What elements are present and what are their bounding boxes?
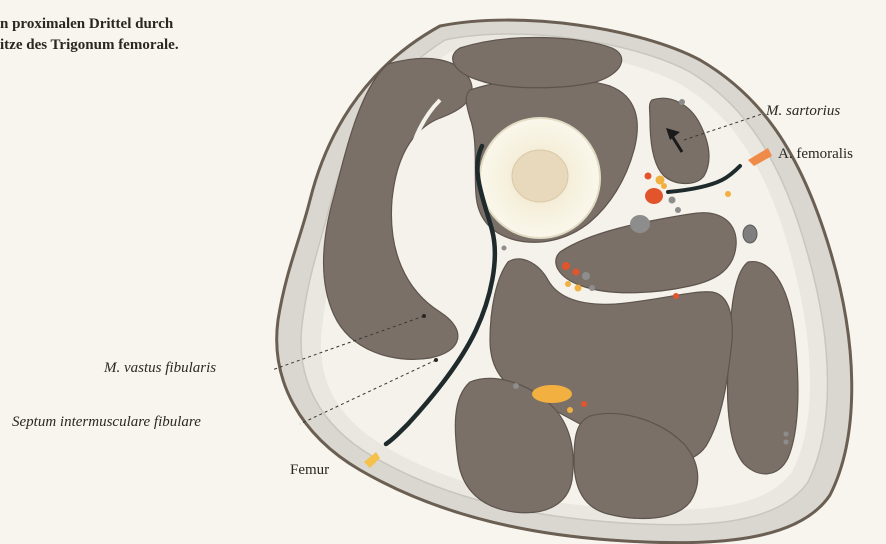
label-vastus-fibularis: M. vastus fibularis xyxy=(104,360,216,377)
small-vein-2 xyxy=(675,207,681,213)
femoral-artery xyxy=(645,188,663,204)
small-vein-posterior-2 xyxy=(784,440,789,445)
profunda-nerve-1 xyxy=(565,281,571,287)
profunda-vein-1 xyxy=(582,272,590,280)
small-vein-1 xyxy=(669,197,676,204)
small-vein-lateral xyxy=(502,246,507,251)
profunda-vein-2 xyxy=(589,285,595,291)
small-nerve-sartorius xyxy=(725,191,731,197)
great-saphenous-vein xyxy=(743,225,757,243)
muscle-vastus-medialis-upper xyxy=(453,37,622,87)
leader-dot-vastus xyxy=(422,314,426,318)
label-septum-intermusculare: Septum intermusculare fibulare xyxy=(12,414,201,431)
femur-medulla xyxy=(512,150,568,202)
small-nerve-1 xyxy=(661,183,667,189)
small-vein-posterior-1 xyxy=(784,432,789,437)
small-artery-1 xyxy=(645,173,652,180)
sciatic-vein xyxy=(513,383,519,389)
label-femoralis: A. femoralis xyxy=(778,146,853,163)
leader-dot-septum xyxy=(434,358,438,362)
label-femur: Femur xyxy=(290,462,329,479)
sciatic-artery xyxy=(581,401,587,407)
femoral-vein xyxy=(630,215,650,233)
profunda-artery-2 xyxy=(573,269,580,276)
perforating-artery xyxy=(673,293,679,299)
label-sartorius: M. sartorius xyxy=(766,103,840,120)
small-vein-sartorius xyxy=(679,99,685,105)
sciatic-small-nerve xyxy=(567,407,573,413)
profunda-artery-1 xyxy=(562,262,570,270)
sciatic-nerve xyxy=(532,385,572,403)
profunda-nerve-2 xyxy=(575,285,582,292)
